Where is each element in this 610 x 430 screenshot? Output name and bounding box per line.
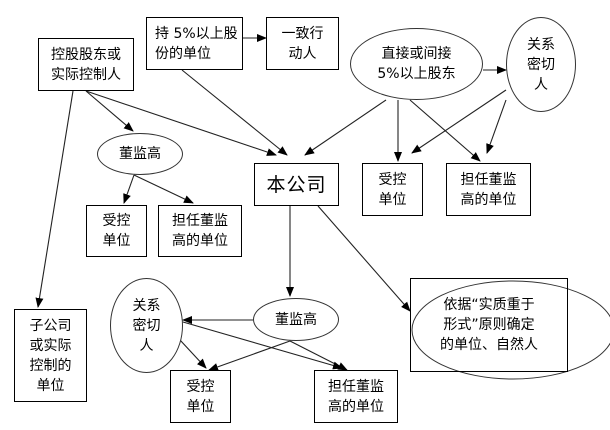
node-concert-party: 一致行 动人 [266,17,339,70]
edge-close-relation-top-to-dsm-unit-right [486,99,507,154]
node-label: 关系 密切 人 [527,36,555,93]
node-controlled-right: 受控 单位 [362,163,423,216]
edge-dsm-left-to-controlled-left [123,174,135,204]
node-company: 本公司 [254,163,339,206]
node-label: 受控 单位 [378,171,407,208]
edge-controlling-shareholder-to-company [85,90,277,156]
node-label: 董监高 [119,146,161,162]
node-label: 子公司 或实际 控制的 单位 [29,317,72,394]
node-subsidiary: 子公司 或实际 控制的 单位 [14,309,87,402]
node-dsm-unit-right: 担任董监 高的单位 [446,163,531,216]
node-substance-over-form: 依据“实质重于 形式”原则确定 的单位、自然人 [410,278,568,372]
node-dsm-bottom: 董监高 [253,298,339,341]
node-label: 担任董监 高的单位 [172,213,228,249]
node-label: 关系 密切 人 [132,297,161,354]
edge-company-to-substance-over-form [317,205,411,312]
node-controlled-left: 受控 单位 [86,205,147,257]
node-direct-indirect-5pct: 直接或间接 5%以上股东 [350,28,483,100]
node-label: 本公司 [266,173,327,196]
node-dsm-unit-left: 担任董监 高的单位 [158,205,242,257]
node-label: 担任董监 高的单位 [460,171,517,208]
node-controlled-bottom: 受控 单位 [170,370,231,423]
node-label: 直接或间接 5%以上股东 [377,46,456,82]
node-close-relation-top: 关系 密切 人 [506,17,576,112]
node-label: 依据“实质重于 形式”原则确定 的单位、自然人 [440,297,538,353]
edge-close-relation-top-to-controlled-right [411,89,507,154]
edge-close-relation-bottom-to-controlled-bottom [179,339,207,369]
edge-close-relation-bottom-to-dsm-unit-bottom [182,321,343,370]
edge-controlling-shareholder-to-subsidiary [35,90,74,308]
node-dsm-left: 董监高 [97,133,183,175]
node-label: 控股股东或 实际控制人 [51,46,121,83]
edge-dsm-bottom-to-controlled-bottom [208,340,291,371]
edge-holder-5pct-entity-to-company [181,69,288,156]
node-close-relation-bottom: 关系 密切 人 [110,278,183,373]
node-label: 受控 单位 [102,213,131,249]
edge-controlling-shareholder-to-dsm-left [85,90,134,132]
node-label: 一致行 动人 [281,25,324,62]
edge-dsm-left-to-dsm-unit-left [133,174,194,204]
node-dsm-unit-bottom: 担任董监 高的单位 [314,370,398,423]
node-label: 受控 单位 [186,378,215,415]
node-label: 董监高 [275,311,317,328]
node-label: 持 5%以上股 份的单位 [155,25,238,62]
node-holder-5pct-entity: 持 5%以上股 份的单位 [146,17,243,70]
substance-over-form-ellipse [411,280,610,380]
node-label: 担任董监 高的单位 [328,378,384,415]
node-controlling-shareholder: 控股股东或 实际控制人 [38,38,134,91]
edge-direct-indirect-5pct-to-company [304,99,387,156]
